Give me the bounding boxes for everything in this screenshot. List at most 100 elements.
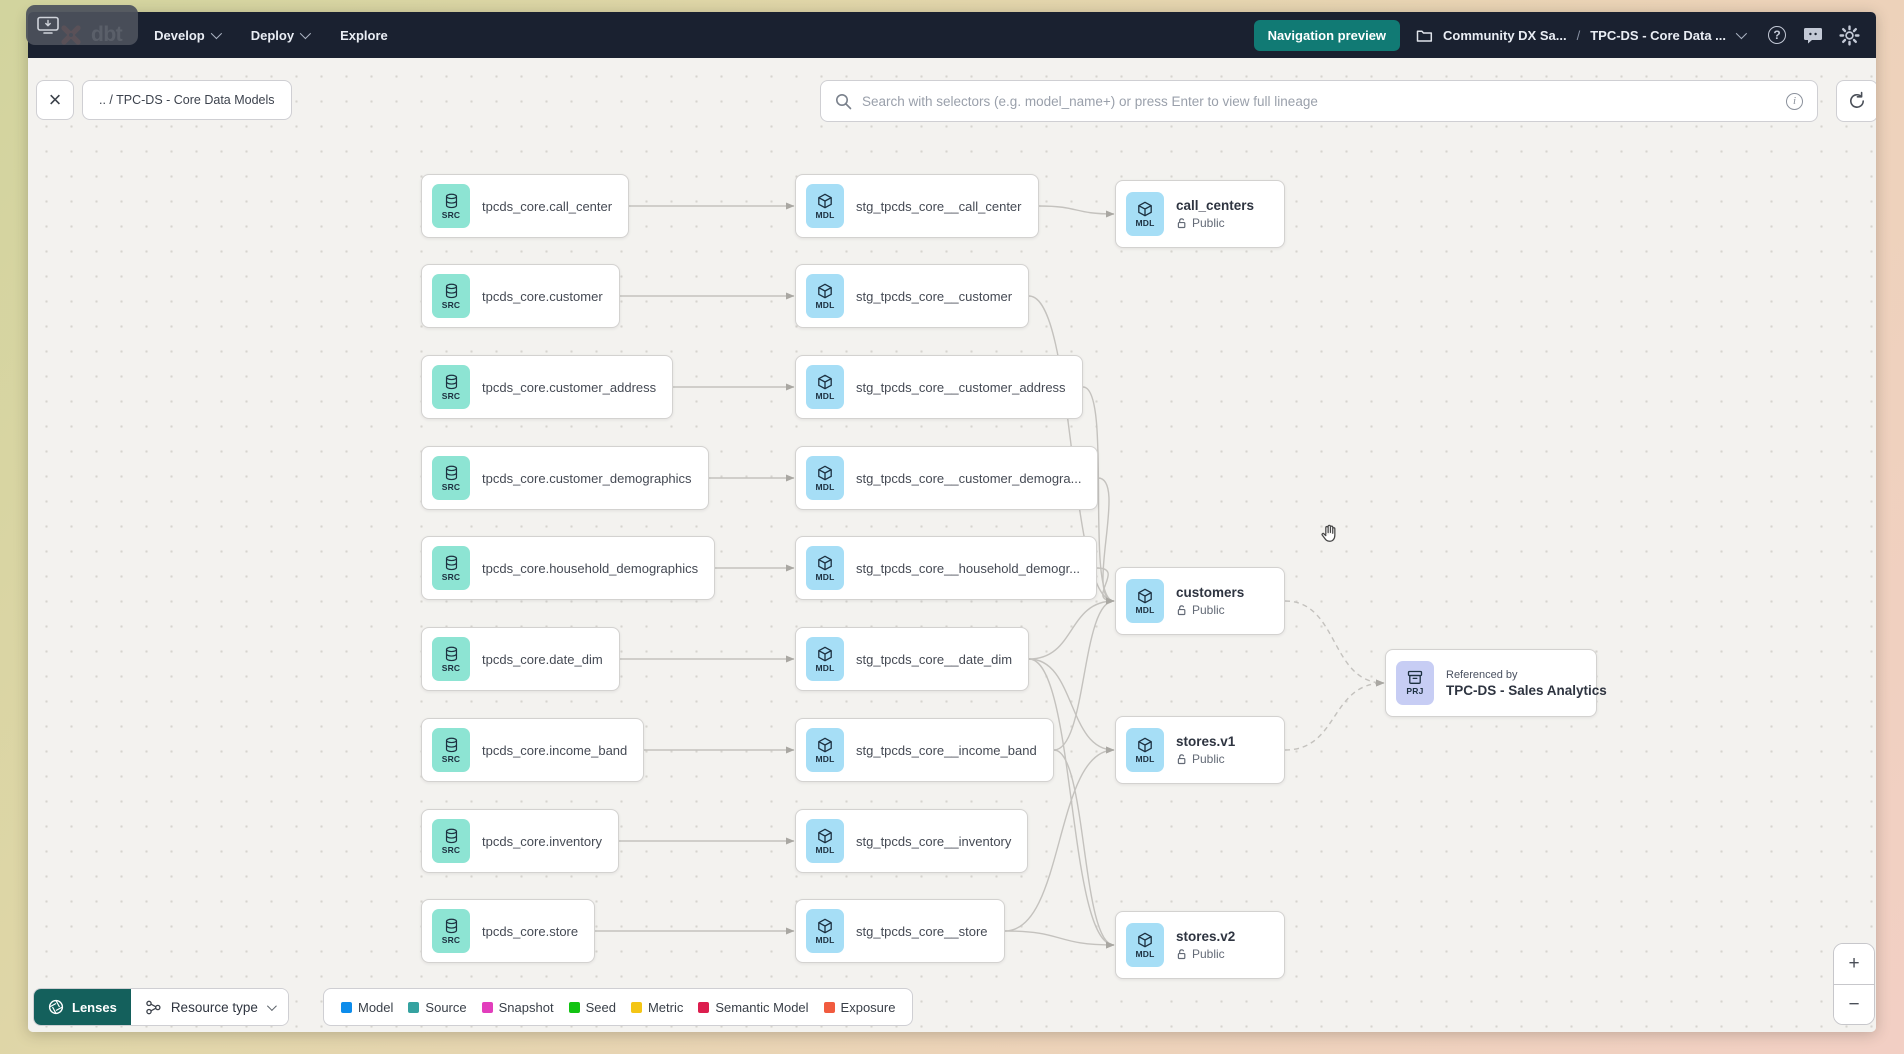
source-badge-icon: SRC [432, 184, 470, 228]
feedback-icon[interactable] [1802, 24, 1824, 46]
node-access-label: Public [1176, 752, 1235, 766]
model-badge-icon: MDL [806, 274, 844, 318]
settings-gear-icon[interactable] [1838, 24, 1860, 46]
node-label: tpcds_core.date_dim [482, 651, 603, 667]
node-label: tpcds_core.inventory [482, 833, 602, 849]
node-access-label: Public [1176, 603, 1244, 617]
nav-item-deploy[interactable]: Deploy [237, 20, 322, 51]
legend-label: Source [425, 999, 467, 1015]
resource-type-dropdown[interactable]: Resource type [130, 989, 288, 1025]
lenses-aperture-icon [48, 999, 64, 1015]
hand-cursor [1319, 522, 1341, 549]
model-badge-icon: MDL [806, 637, 844, 681]
node-label: call_centers [1176, 198, 1255, 213]
model-badge-icon: MDL [806, 909, 844, 953]
legend-label: Metric [647, 999, 684, 1015]
source-badge-icon: SRC [432, 728, 470, 772]
legend-item: Seed [568, 1000, 616, 1015]
help-icon[interactable]: ? [1766, 24, 1788, 46]
node-label: stg_tpcds_core__customer [856, 288, 1013, 304]
lineage-node-stg_customer[interactable]: MDL stg_tpcds_core__customer [795, 264, 1030, 328]
legend-label: Semantic Model [715, 999, 809, 1015]
nav-item-develop[interactable]: Develop [140, 20, 233, 51]
project-badge-icon: PRJ [1396, 661, 1434, 705]
lineage-edge-cross-project [1284, 600, 1385, 687]
node-label: stores.v2 [1176, 929, 1236, 944]
nav-item-label: Deploy [250, 27, 295, 43]
breadcrumb: Community DX Sa... / TPC-DS - Core Data … [1416, 27, 1748, 43]
lineage-edge [1028, 658, 1115, 754]
zoom-out-button[interactable]: − [1834, 984, 1874, 1024]
model-badge-icon: MDL [806, 365, 844, 409]
lenses-button[interactable]: Lenses [34, 989, 131, 1025]
model-badge-icon: MDL [1126, 579, 1164, 623]
legend-label: Exposure [840, 999, 896, 1015]
folder-icon [1416, 29, 1433, 42]
breadcrumb-project[interactable]: Community DX Sa... [1443, 27, 1567, 43]
breadcrumb-page[interactable]: TPC-DS - Core Data ... [1590, 27, 1726, 43]
legend-label: Model [358, 999, 394, 1015]
node-label: tpcds_core.call_center [482, 198, 613, 214]
close-lineage-button[interactable]: × [36, 80, 74, 120]
legend-swatch [630, 1001, 642, 1013]
lineage-edge [1004, 930, 1115, 949]
node-label: stg_tpcds_core__customer_address [856, 379, 1066, 395]
node-label: stg_tpcds_core__call_center [856, 198, 1022, 214]
legend-item: Model [341, 1000, 393, 1015]
search-input[interactable] [862, 93, 1776, 109]
resource-type-label: Resource type [170, 999, 258, 1015]
unlock-icon [1177, 949, 1186, 960]
legend-label: Snapshot [498, 999, 554, 1015]
zoom-in-button[interactable]: + [1834, 944, 1874, 984]
model-badge-icon: MDL [806, 456, 844, 500]
info-icon[interactable]: i [1786, 92, 1803, 110]
nav-menu: Develop Deploy Explore [140, 20, 402, 51]
refresh-button[interactable] [1836, 80, 1876, 122]
source-badge-icon: SRC [432, 909, 470, 953]
node-label: tpcds_core.household_demographics [482, 560, 699, 576]
nav-icon-cluster: ? [1766, 24, 1860, 46]
search-icon [836, 93, 852, 109]
unlock-icon [1177, 754, 1186, 765]
lineage-node-stg_customer_address[interactable]: MDL stg_tpcds_core__customer_address [795, 355, 1083, 419]
node-label: stg_tpcds_core__household_demogr... [856, 560, 1081, 576]
refresh-icon [1850, 91, 1864, 108]
chevron-down-icon [266, 1000, 277, 1011]
unlock-icon [1177, 605, 1186, 616]
nav-item-label: Develop [154, 27, 205, 43]
lineage-breadcrumb-chip[interactable]: .. / TPC-DS - Core Data Models [82, 80, 292, 120]
lenses-label: Lenses [72, 999, 117, 1015]
lineage-edges-layer [595, 202, 1385, 949]
lineage-node-src_call_center[interactable]: SRC tpcds_core.call_center [421, 174, 630, 238]
chevron-down-icon [210, 27, 222, 40]
nav-item-explore[interactable]: Explore [326, 20, 402, 51]
model-badge-icon: MDL [1126, 192, 1164, 236]
source-badge-icon: SRC [432, 365, 470, 409]
navigation-preview-button[interactable]: Navigation preview [1253, 19, 1401, 51]
chevron-down-icon[interactable] [1735, 27, 1748, 40]
